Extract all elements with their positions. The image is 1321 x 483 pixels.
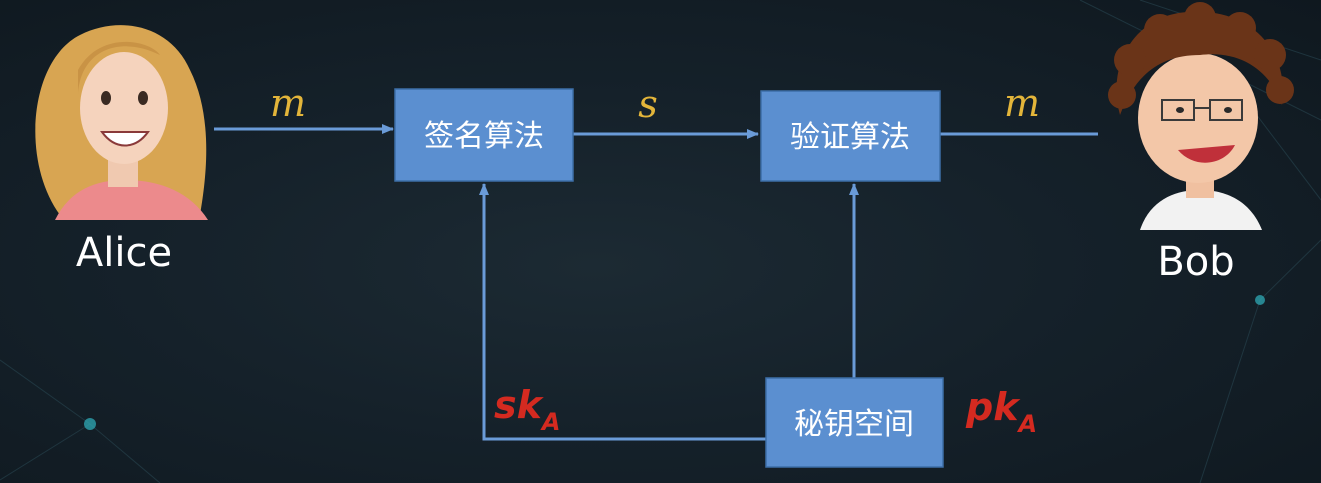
secret-key-label: skA bbox=[494, 383, 560, 436]
verify-algorithm-box: 验证算法 bbox=[760, 90, 941, 182]
signature-label: s bbox=[638, 82, 658, 126]
bob-avatar bbox=[1108, 2, 1294, 230]
bob-name: Bob bbox=[1157, 239, 1234, 285]
sign-algorithm-label: 签名算法 bbox=[424, 119, 544, 154]
message-out-label: m bbox=[1004, 81, 1040, 125]
public-key-label: pkA bbox=[965, 385, 1037, 438]
verify-algorithm-label: 验证算法 bbox=[790, 120, 910, 155]
alice-name: Alice bbox=[76, 230, 172, 276]
keyspace-box: 秘钥空间 bbox=[765, 377, 944, 468]
message-in-label: m bbox=[270, 81, 306, 125]
alice-avatar bbox=[35, 25, 208, 220]
keyspace-label: 秘钥空间 bbox=[794, 407, 914, 442]
arrow-keyspace-to-sign bbox=[479, 183, 766, 441]
sign-algorithm-box: 签名算法 bbox=[394, 88, 574, 182]
